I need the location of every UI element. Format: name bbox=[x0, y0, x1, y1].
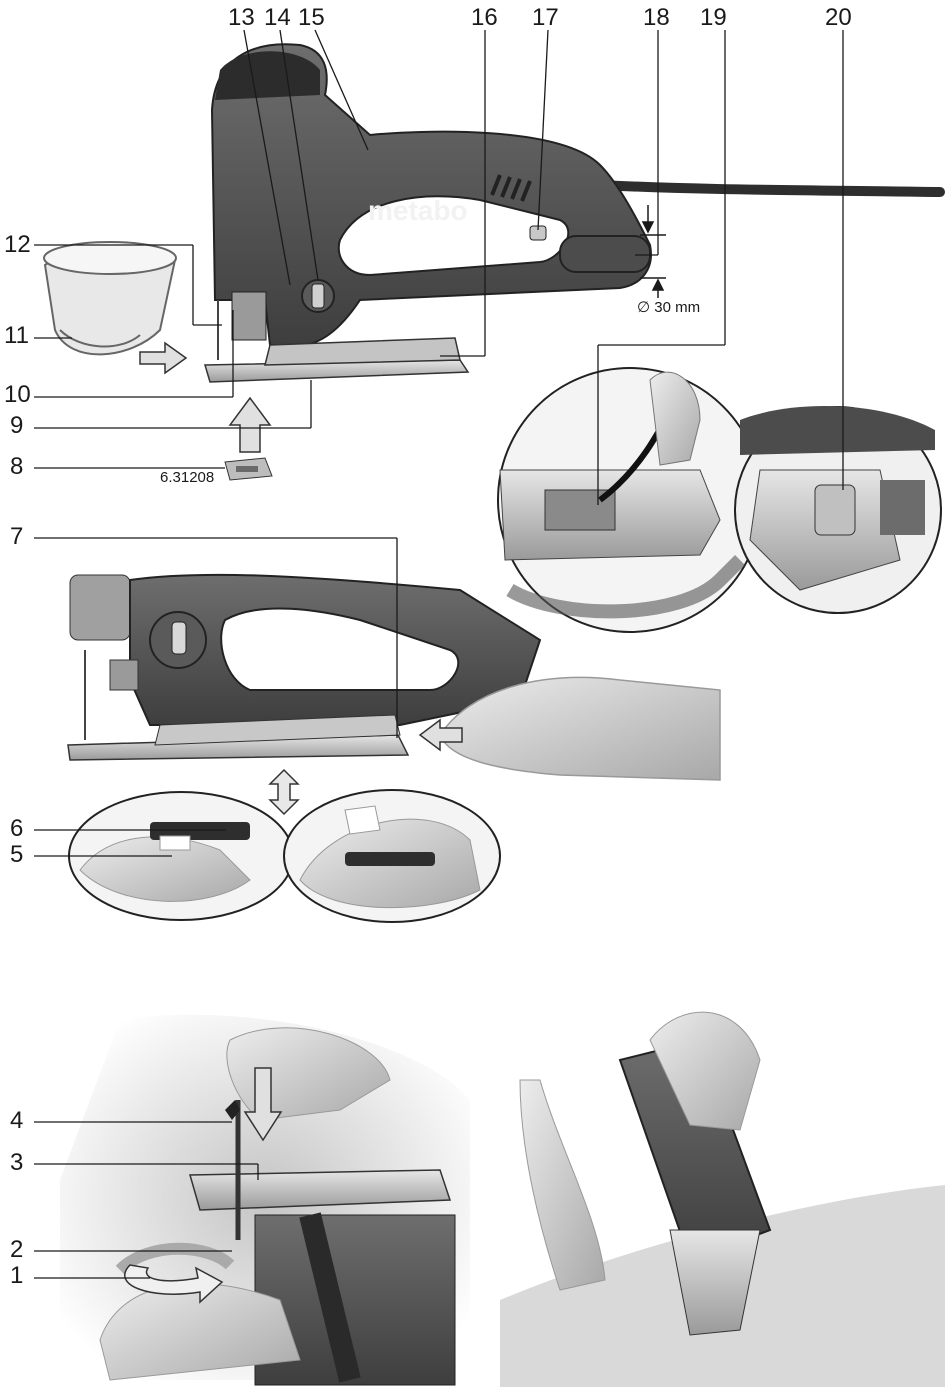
label-15: 15 bbox=[298, 4, 325, 31]
detail-oval-left bbox=[68, 791, 294, 921]
arrow-down-icon bbox=[243, 1067, 283, 1142]
diameter-label: ∅ 30 mm bbox=[637, 299, 701, 316]
label-18: 18 bbox=[643, 4, 670, 31]
label-6: 6 bbox=[10, 815, 24, 842]
label-13: 13 bbox=[228, 4, 255, 31]
brand-logo: metabo bbox=[368, 195, 468, 226]
jigsaw-base-view bbox=[67, 573, 542, 761]
label-1: 1 bbox=[10, 1262, 24, 1289]
label-4: 4 bbox=[10, 1107, 24, 1134]
label-2: 2 bbox=[10, 1236, 24, 1263]
label-8: 8 bbox=[10, 453, 24, 480]
label-11: 11 bbox=[4, 322, 29, 349]
rotate-arrow-icon bbox=[124, 1264, 224, 1304]
label-10: 10 bbox=[4, 381, 31, 408]
arrow-up-icon bbox=[228, 396, 272, 453]
anti-splinter-plate bbox=[224, 457, 273, 481]
detail-circle-20 bbox=[734, 406, 942, 614]
jigsaw-main bbox=[204, 43, 945, 383]
label-7: 7 bbox=[10, 523, 24, 550]
label-12: 12 bbox=[4, 231, 31, 258]
label-14: 14 bbox=[264, 4, 291, 31]
sawing-figure bbox=[500, 1011, 945, 1387]
label-17: 17 bbox=[532, 4, 559, 31]
label-19: 19 bbox=[700, 4, 727, 31]
part-number: 6.31208 bbox=[160, 469, 215, 486]
detail-circle-19 bbox=[497, 367, 763, 633]
label-5: 5 bbox=[10, 841, 24, 868]
arrow-left-icon bbox=[418, 718, 463, 752]
label-9: 9 bbox=[10, 412, 24, 439]
hand-right bbox=[439, 676, 721, 781]
dimension-marks bbox=[640, 205, 666, 298]
detail-oval-right bbox=[283, 789, 501, 923]
arrow-right-icon bbox=[139, 341, 188, 375]
label-20: 20 bbox=[825, 4, 852, 31]
label-16: 16 bbox=[471, 4, 498, 31]
label-3: 3 bbox=[10, 1149, 24, 1176]
splinter-guard bbox=[43, 241, 177, 356]
arrow-up-down-icon bbox=[268, 768, 300, 816]
